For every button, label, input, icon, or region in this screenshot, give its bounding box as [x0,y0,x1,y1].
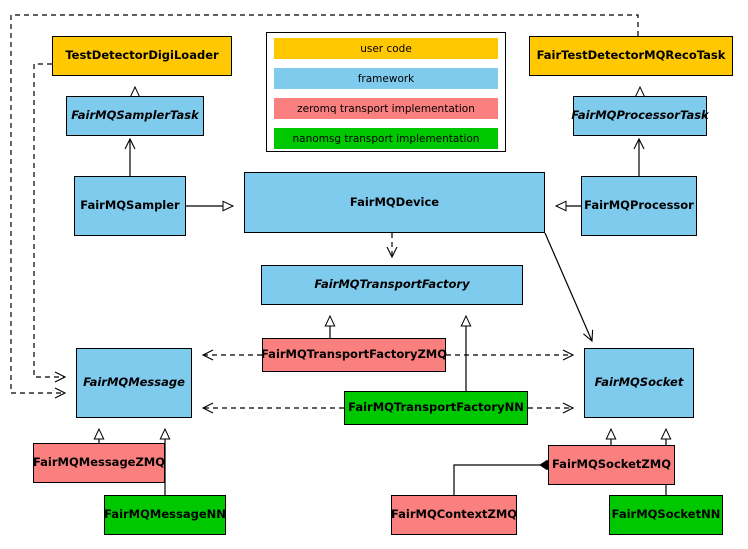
class-box-TestDetectorDigiLoader[interactable]: TestDetectorDigiLoader [52,36,232,76]
class-box-FairMQMessageNN[interactable]: FairMQMessageNN [104,495,226,535]
class-box-FairMQProcessor[interactable]: FairMQProcessor [581,176,697,236]
legend-item-3: nanomsg transport implementation [274,128,498,149]
class-box-FairMQSocket[interactable]: FairMQSocket [584,348,694,418]
class-box-FairMQDevice[interactable]: FairMQDevice [244,172,545,233]
class-box-FairMQSampler[interactable]: FairMQSampler [74,176,186,236]
class-box-FairMQSocketZMQ[interactable]: FairMQSocketZMQ [548,445,675,485]
class-box-FairMQContextZMQ[interactable]: FairMQContextZMQ [391,495,517,535]
class-box-FairMQMessageZMQ[interactable]: FairMQMessageZMQ [33,443,165,483]
legend-item-2: zeromq transport implementation [274,98,498,119]
legend-item-1: framework [274,68,498,89]
legend-item-0: user code [274,38,498,59]
class-box-FairMQSocketNN[interactable]: FairMQSocketNN [609,495,723,535]
class-box-FairMQTransportFactory[interactable]: FairMQTransportFactory [261,265,523,305]
class-box-FairMQProcessorTask[interactable]: FairMQProcessorTask [571,96,709,136]
class-box-FairMQMessage[interactable]: FairMQMessage [76,348,192,418]
class-box-FairMQTransportFactoryZMQ[interactable]: FairMQTransportFactoryZMQ [261,338,447,372]
class-box-FairTestDetectorMQRecoTask[interactable]: FairTestDetectorMQRecoTask [529,36,733,76]
class-box-FairMQSamplerTask[interactable]: FairMQSamplerTask [66,96,204,136]
class-box-FairMQTransportFactoryNN[interactable]: FairMQTransportFactoryNN [344,391,528,425]
